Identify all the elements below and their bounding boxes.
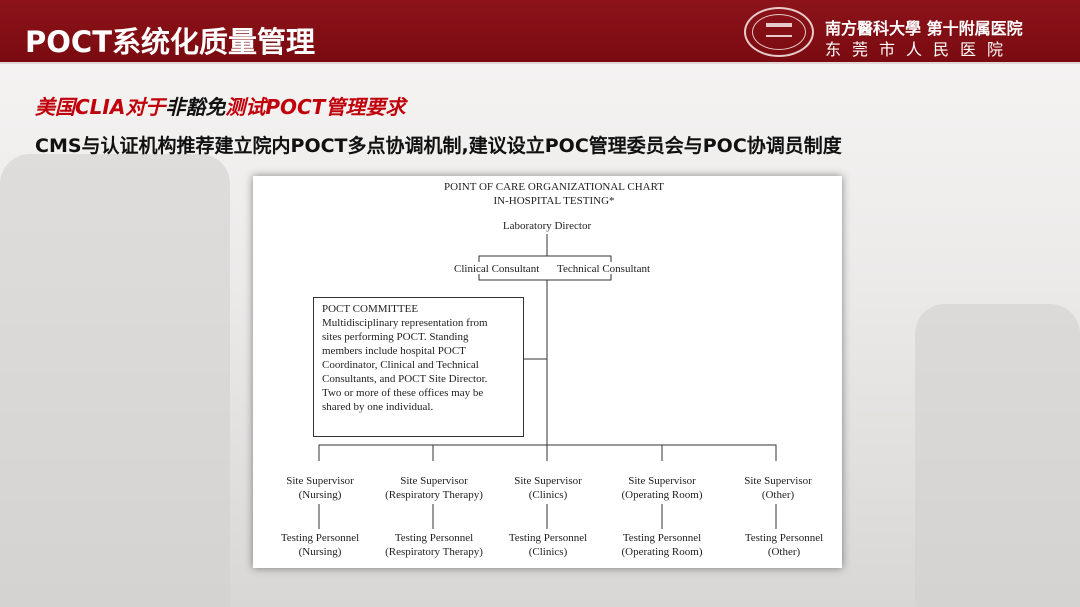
chart-title: POINT OF CARE ORGANIZATIONAL CHART <box>444 181 664 193</box>
site-supervisor-node: Site Supervisor <box>286 475 354 487</box>
hospital-name-line2: 东莞市人民医院 <box>825 40 1015 59</box>
background-building <box>0 154 230 607</box>
committee-line: Two or more of these offices may be <box>322 387 484 399</box>
site-area: (Respiratory Therapy) <box>385 489 483 501</box>
site-area: (Clinics) <box>528 489 568 501</box>
university-seal-logo <box>744 7 814 57</box>
subtitle: 美国CLIA对于非豁免测试POCT管理要求 <box>35 91 405 120</box>
statement-text: CMS与认证机构推荐建立院内POCT多点协调机制,建议设立POC管理委员会与PO… <box>35 135 842 157</box>
site-area: (Other) <box>761 489 795 501</box>
site-area: (Clinics) <box>528 546 568 558</box>
committee-line: Coordinator, Clinical and Technical <box>322 359 479 371</box>
committee-line: sites performing POCT. Standing <box>322 331 469 343</box>
slide-header: POCT系统化质量管理 南方醫科大學 第十附属医院 东莞市人民医院 <box>0 0 1080 64</box>
hospital-name-line1: 南方醫科大學 第十附属医院 <box>825 19 1023 38</box>
subtitle-part1: 美国CLIA对于 <box>35 95 166 119</box>
site-area: (Nursing) <box>298 489 342 501</box>
site-area: (Other) <box>767 546 801 558</box>
testing-personnel-node: Testing Personnel <box>280 532 360 544</box>
slide-title: POCT系统化质量管理 <box>25 25 315 59</box>
committee-line: members include hospital POCT <box>322 345 466 357</box>
testing-personnel-node: Testing Personnel <box>394 532 474 544</box>
testing-personnel-node: Testing Personnel <box>744 532 824 544</box>
site-supervisor-node: Site Supervisor <box>400 475 468 487</box>
lab-director-node: Laboratory Director <box>502 220 592 232</box>
site-area: (Operating Room) <box>621 489 703 501</box>
site-area: (Respiratory Therapy) <box>385 546 483 558</box>
subtitle-part3: 测试POCT管理要求 <box>225 95 406 119</box>
background-building <box>915 304 1080 607</box>
testing-personnel-node: Testing Personnel <box>508 532 588 544</box>
committee-line: Consultants, and POCT Site Director. <box>322 373 488 385</box>
site-area: (Operating Room) <box>621 546 703 558</box>
chart-subtitle: IN-HOSPITAL TESTING* <box>493 195 615 207</box>
site-supervisor-node: Site Supervisor <box>514 475 582 487</box>
site-supervisor-node: Site Supervisor <box>628 475 696 487</box>
technical-consultant-node: Technical Consultant <box>557 263 651 275</box>
clinical-consultant-node: Clinical Consultant <box>454 263 540 275</box>
poct-committee-box: POCT COMMITTEE Multidisciplinary represe… <box>313 297 524 437</box>
site-supervisor-node: Site Supervisor <box>744 475 812 487</box>
testing-personnel-node: Testing Personnel <box>622 532 702 544</box>
committee-title: POCT COMMITTEE <box>322 303 419 315</box>
committee-line: shared by one individual. <box>322 401 434 413</box>
subtitle-part2: 非豁免 <box>165 95 226 119</box>
site-area: (Nursing) <box>298 546 342 558</box>
committee-line: Multidisciplinary representation from <box>322 317 488 329</box>
